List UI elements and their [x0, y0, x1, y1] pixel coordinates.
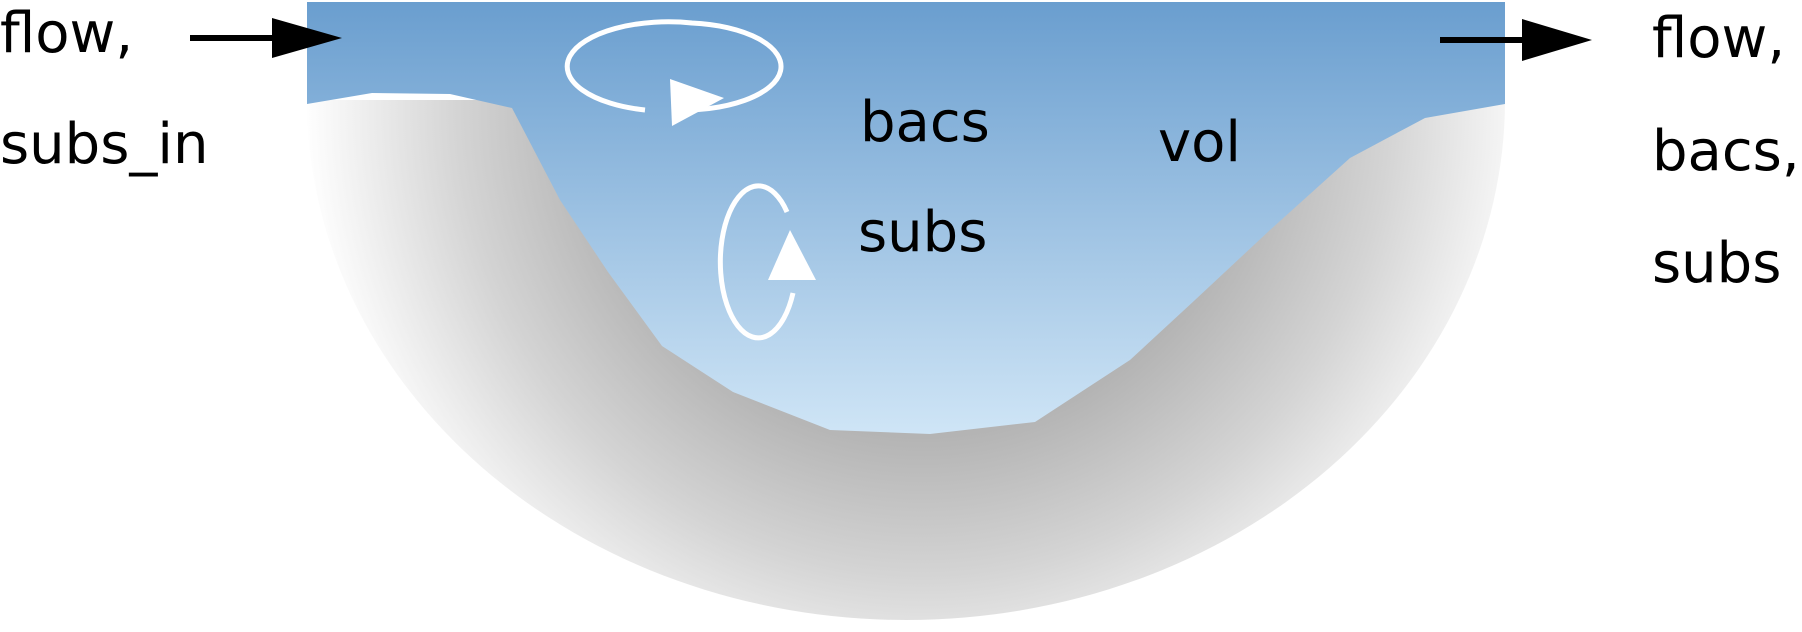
vertical-cycle-arrow-icon [717, 183, 816, 341]
outflow-label-line3: subs [1652, 231, 1781, 296]
vol-label: vol [1158, 110, 1241, 175]
outflow-arrow-icon [1440, 19, 1592, 61]
water-body [307, 2, 1505, 434]
inflow-arrow-icon [190, 18, 342, 58]
outflow-label-line2: bacs, [1652, 119, 1800, 184]
inflow-label-line1: flow, [0, 1, 133, 66]
inflow-label-line2: subs_in [0, 112, 208, 177]
outflow-label-line1: flow, [1652, 6, 1785, 71]
subs-label: subs [858, 200, 987, 265]
bacs-label: bacs [860, 90, 990, 155]
horizontal-cycle-arrow-icon [564, 19, 784, 126]
